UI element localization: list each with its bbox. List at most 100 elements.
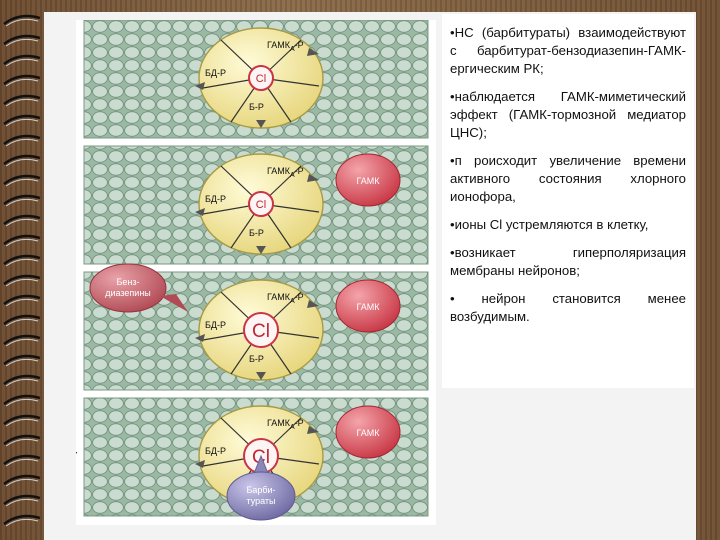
spiral-ring [3,454,41,465]
bd-receptor-label: БД-Р [205,446,226,456]
spiral-ring-highlight [5,238,39,247]
spiral-ring-highlight [5,318,39,327]
gabaa-suffix: -Р [295,418,304,428]
binding-site-arrow [307,174,319,182]
spiral-ring [3,354,41,365]
spiral-ring-highlight [5,518,39,527]
binding-site-arrow [256,372,266,380]
spiral-ring-highlight [5,398,39,407]
spiral-ring-highlight [5,338,39,347]
spiral-ring-highlight [5,478,39,487]
spiral-ring-highlight [5,18,39,27]
spiral-ring-highlight [5,498,39,507]
gabaa-receptor-label: ГАМКА-Р [267,292,304,305]
spiral-ring-highlight [5,158,39,167]
spiral-ring [3,154,41,165]
gabaa-suffix: -Р [295,166,304,176]
gaba-ball-label: ГАМК [356,302,380,312]
spiral-ring [3,214,41,225]
bullet-1: •НС (барбитураты) взаимодействуют с барб… [450,25,686,76]
barbiturate-label-2: тураты [246,496,275,506]
spiral-ring [3,294,41,305]
spiral-ring [3,114,41,125]
spiral-ring-highlight [5,98,39,107]
binding-site-arrow [195,334,205,342]
b-receptor-label: Б-Р [249,102,264,112]
spiral-ring [3,494,41,505]
receptor-diagram: IClГАМКА-РБД-РБ-РIIClГАМКА-РБД-РБ-РГАМКI… [76,20,436,525]
spiral-ring [3,434,41,445]
gabaa-subscript: А [290,298,295,305]
spiral-ring-highlight [5,458,39,467]
spiral-ring-highlight [5,438,39,447]
chloride-label: Cl [256,73,266,85]
binding-site-arrow [195,82,205,90]
spiral-ring [3,54,41,65]
bd-receptor-label: БД-Р [205,68,226,78]
panel-1: IClГАМКА-РБД-РБ-Р [83,20,429,139]
benzodiazepine-label-2: диазепины [105,288,151,298]
benzodiazepine-label-1: Бенз- [116,277,139,287]
spiral-ring [3,94,41,105]
bd-receptor-label: БД-Р [205,320,226,330]
binding-site-arrow [307,48,319,56]
gaba-ball-label: ГАМК [356,176,380,186]
spiral-ring [3,414,41,425]
benzodiazepine-ball [89,263,167,313]
binding-site-arrow [256,246,266,254]
gabaa-subscript: А [290,46,295,53]
spiral-ring [3,194,41,205]
bullet-2: •наблюдается ГАМК-миметический эффект (Г… [450,89,686,140]
binding-site-arrow [256,120,266,128]
spiral-ring [3,174,41,185]
gaba-ball [335,153,401,207]
spiral-ring [3,274,41,285]
spiral-ring [3,254,41,265]
chloride-channel [248,191,274,217]
receptor-diagram-svg: IClГАМКА-РБД-РБ-РIIClГАМКА-РБД-РБ-РГАМКI… [76,20,429,521]
spiral-ring-highlight [5,198,39,207]
gaba-ball [335,279,401,333]
spiral-ring [3,394,41,405]
spiral-ring [3,314,41,325]
spiral-ring [3,34,41,45]
bd-receptor-label: БД-Р [205,194,226,204]
gabaa-receptor-label: ГАМКА-Р [267,40,304,53]
spiral-ring-highlight [5,418,39,427]
spiral-ring-highlight [5,258,39,267]
bullet-3: •п роисходит увеличение времени активног… [450,153,686,204]
binding-site-arrow [307,300,319,308]
spiral-ring [3,334,41,345]
bullet-4: •ионы Cl устремляются в клетку, [450,217,649,232]
chloride-label: Cl [252,321,270,342]
spiral-ring-highlight [5,38,39,47]
spiral-ring [3,474,41,485]
spiral-ring-highlight [5,218,39,227]
spiral-ring [3,134,41,145]
gabaa-subscript: А [290,424,295,431]
binding-site-arrow [307,426,319,434]
gabaa-receptor-label: ГАМКА-Р [267,418,304,431]
bullet-6: • нейрон становится менее возбудимым. [450,291,686,324]
chloride-channel [243,312,279,348]
spiral-ring [3,234,41,245]
spiral-ring [3,14,41,25]
gabaa-subscript: А [290,172,295,179]
spiral-ring-highlight [5,118,39,127]
binding-site-arrow [195,460,205,468]
barbiturate-label-1: Барби- [246,485,275,495]
spiral-ring-highlight [5,378,39,387]
chloride-label: Cl [256,199,266,211]
roman-numeral: IV [76,449,78,466]
bullet-5: •возникает гиперполяризация мембраны ней… [450,245,686,278]
gabaa-suffix: -Р [295,292,304,302]
benzodiazepine-pointer [160,294,188,312]
spiral-binding [3,14,41,527]
spiral-ring [3,374,41,385]
b-receptor-label: Б-Р [249,354,264,364]
spiral-ring [3,514,41,525]
spiral-ring-highlight [5,278,39,287]
chloride-channel [248,65,274,91]
